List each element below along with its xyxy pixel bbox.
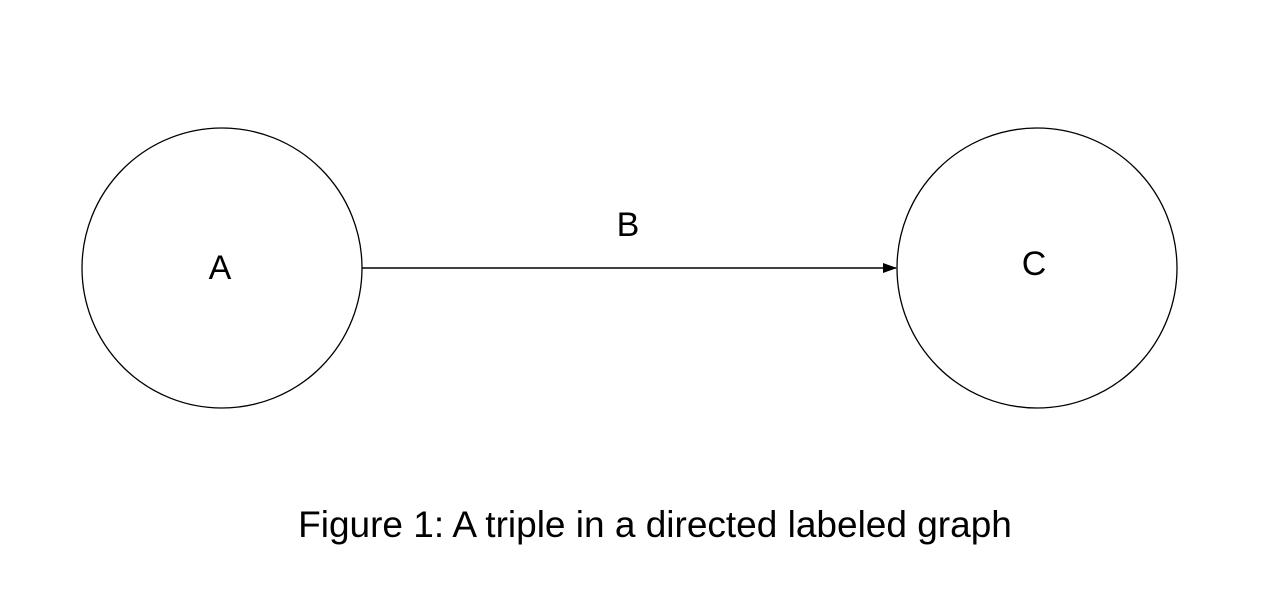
node-c-label: C [1022,245,1047,283]
node-c: C [896,127,1178,409]
node-c-circle [896,127,1178,409]
node-a: A [81,127,363,409]
edge-label: B [617,206,640,244]
node-a-label: A [209,249,232,287]
figure-caption: Figure 1: A triple in a directed labeled… [298,504,1012,545]
edge-a-to-c: B [362,206,897,273]
